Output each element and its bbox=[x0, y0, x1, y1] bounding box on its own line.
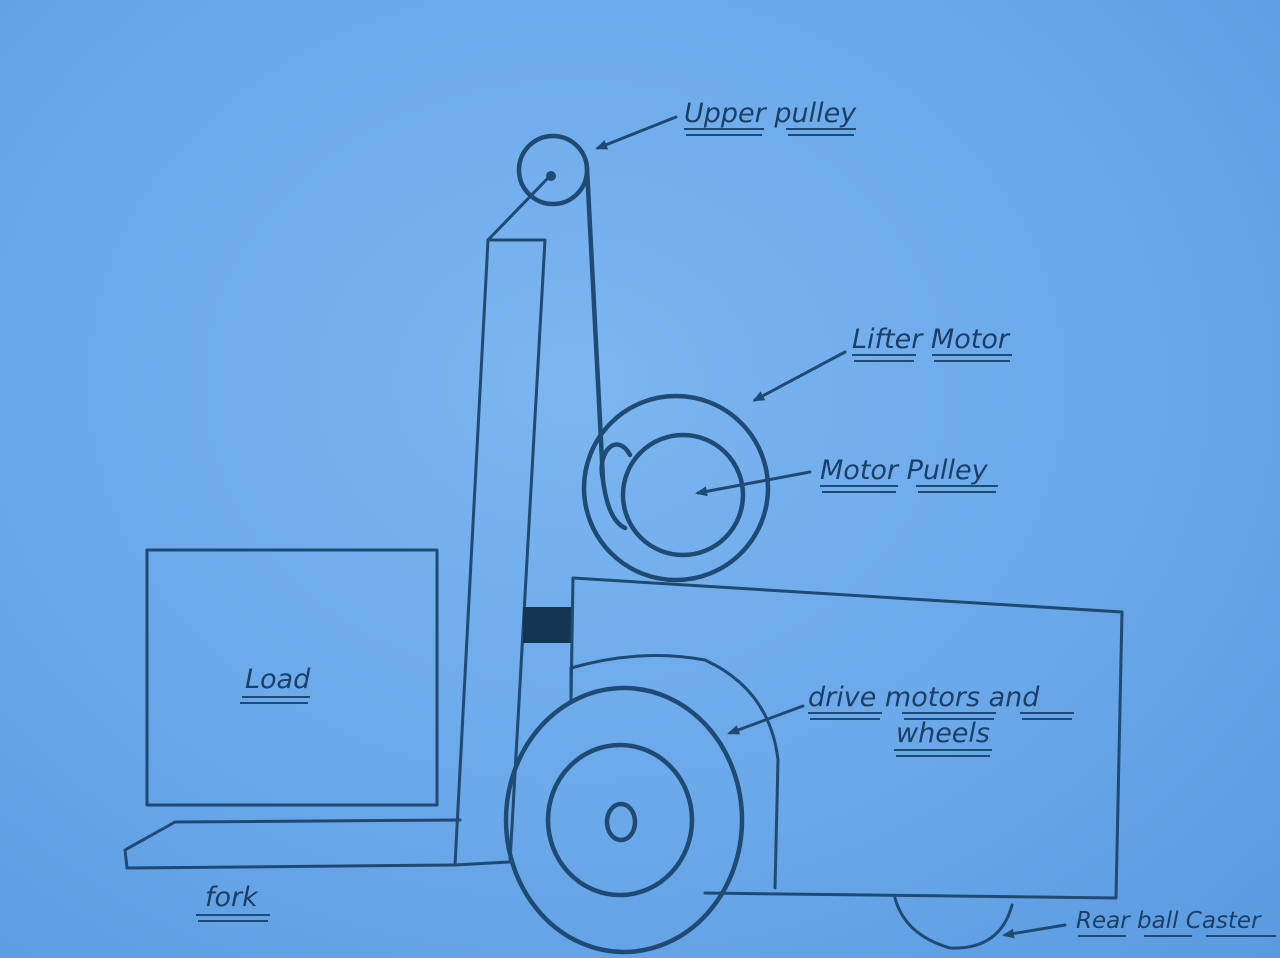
fork-label: fork bbox=[205, 882, 259, 913]
belt bbox=[584, 165, 633, 531]
mast bbox=[453, 238, 547, 867]
arrow-upper-pulley bbox=[595, 115, 678, 150]
arrow-motor-pulley bbox=[695, 470, 812, 497]
lifter-motor-label: Lifter Motor bbox=[852, 324, 1011, 355]
mast-brace bbox=[486, 176, 550, 242]
fork bbox=[123, 818, 462, 870]
arrow-drive bbox=[727, 704, 805, 735]
arrow-rear-caster bbox=[1002, 923, 1067, 939]
motor-pulley bbox=[620, 432, 746, 558]
load-box bbox=[145, 548, 439, 807]
rear-ball-caster bbox=[893, 896, 1014, 950]
forklift-body bbox=[569, 576, 1124, 900]
mast-connector bbox=[523, 607, 571, 643]
upper-pulley-axle bbox=[546, 171, 556, 181]
load-label: Load bbox=[245, 664, 311, 695]
lifter-motor bbox=[581, 393, 771, 583]
drive-label-line1: drive motors and bbox=[808, 682, 1040, 713]
wheel-arch bbox=[569, 654, 780, 890]
upper-pulley-label: Upper pulley bbox=[684, 98, 857, 129]
drive-label-line2: wheels bbox=[896, 718, 990, 749]
drive-wheel-hub bbox=[604, 801, 638, 843]
drive-wheel-outer bbox=[503, 685, 745, 955]
upper-pulley bbox=[516, 133, 590, 207]
motor-pulley-label: Motor Pulley bbox=[820, 455, 989, 486]
rear-caster-label: Rear ball Caster bbox=[1076, 908, 1262, 934]
arrow-lifter-motor bbox=[752, 350, 847, 402]
drive-wheel-inner bbox=[545, 742, 695, 898]
